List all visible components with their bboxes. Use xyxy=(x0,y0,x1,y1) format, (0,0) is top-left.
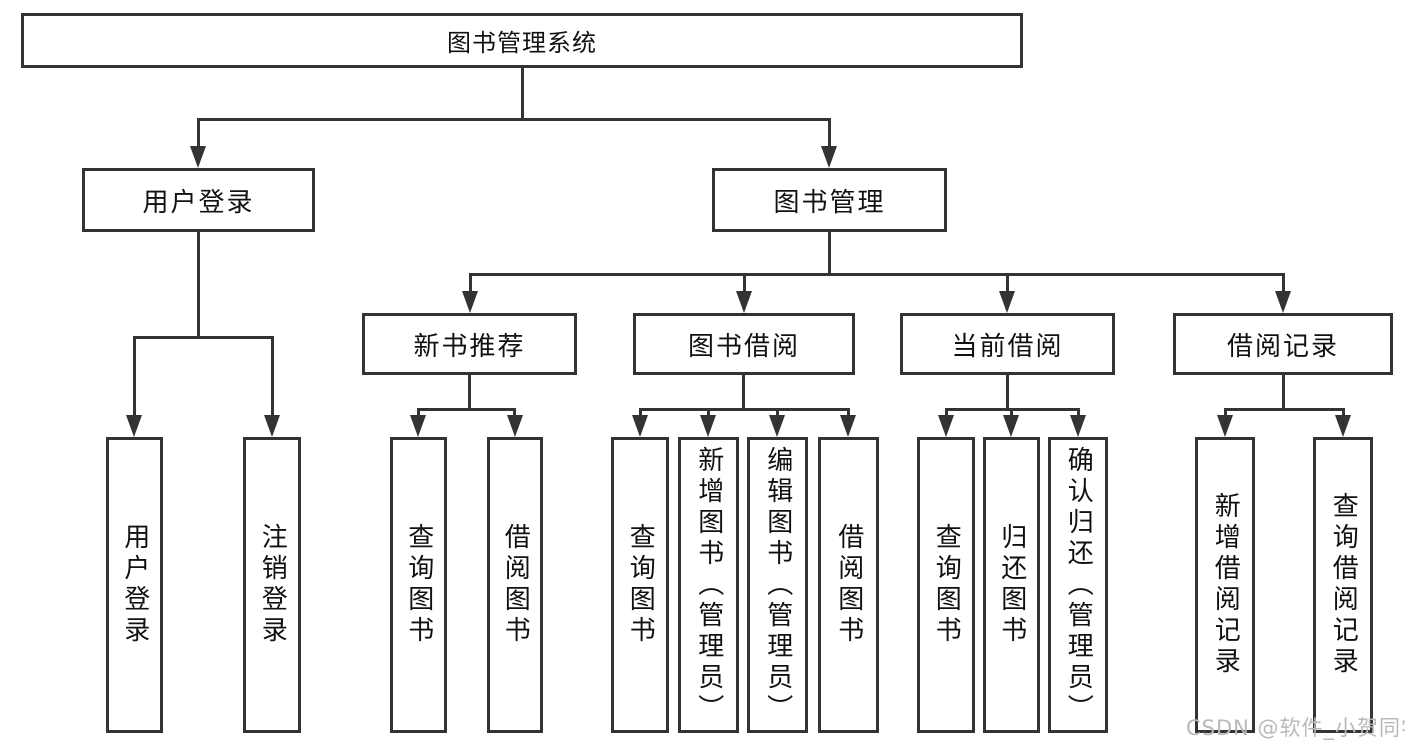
connector-stub xyxy=(639,408,642,418)
leaf-cb-confirm-return-admin: 确认归还（管理员） xyxy=(1048,437,1108,733)
arrow-down-icon xyxy=(264,415,280,437)
connector-user-login-vline xyxy=(197,232,200,336)
connector-root-vline xyxy=(521,68,524,118)
node-book-borrow: 图书借阅 xyxy=(633,313,855,375)
leaf-bb-query-books: 查询图书 xyxy=(611,437,669,733)
leaf-nbr-borrow-books: 借阅图书 xyxy=(487,437,543,733)
leaf-nbr-query-books: 查询图书 xyxy=(390,437,447,733)
leaf-br-add-borrow-record: 新增借阅记录 xyxy=(1195,437,1255,733)
node-new-book-recommend: 新书推荐 xyxy=(362,313,577,375)
connector-stub xyxy=(1010,408,1013,418)
connector-stub xyxy=(1224,408,1227,418)
connector-stub xyxy=(945,408,948,418)
leaf-br-query-borrow-record: 查询借阅记录 xyxy=(1313,437,1373,733)
connector-current-borrow-stub xyxy=(1006,273,1009,293)
arrow-down-icon xyxy=(736,291,752,313)
connector-stub xyxy=(707,408,710,418)
connector-borrow-records-children-hline xyxy=(1224,408,1344,411)
connector-leaf-user-login-stub xyxy=(133,336,136,417)
arrow-down-icon xyxy=(126,415,142,437)
arrow-down-icon xyxy=(632,415,648,437)
arrow-down-icon xyxy=(507,415,523,437)
connector-stub xyxy=(1077,408,1080,418)
node-borrow-records: 借阅记录 xyxy=(1173,313,1393,375)
leaf-bb-add-books-admin: 新增图书（管理员） xyxy=(678,437,739,733)
leaf-user-login: 用户登录 xyxy=(106,437,163,733)
arrow-down-icon xyxy=(462,291,478,313)
arrow-down-icon xyxy=(1335,415,1351,437)
leaf-cb-return-books: 归还图书 xyxy=(983,437,1040,733)
leaf-logout-login: 注销登录 xyxy=(243,437,301,733)
connector-book-management-vline xyxy=(828,231,831,273)
connector-stub xyxy=(847,408,850,418)
connector-user-login-stub xyxy=(197,118,200,148)
arrow-down-icon xyxy=(999,291,1015,313)
connector-new-book-stub xyxy=(469,273,472,293)
arrow-down-icon xyxy=(1275,291,1291,313)
arrow-down-icon xyxy=(1003,415,1019,437)
connector-new-book-vline xyxy=(468,375,471,408)
arrow-down-icon xyxy=(1217,415,1233,437)
connector-stub xyxy=(776,408,779,418)
connector-level3-hline xyxy=(469,273,1284,276)
csdn-watermark: CSDN @软件_小贺同学 xyxy=(1186,716,1405,740)
arrow-down-icon xyxy=(769,415,785,437)
connector-book-borrow-vline xyxy=(742,375,745,408)
connector-book-management-stub xyxy=(828,118,831,148)
connector-book-borrow-stub xyxy=(743,273,746,293)
connector-borrow-records-stub xyxy=(1282,273,1285,293)
connector-level2-hline xyxy=(197,118,831,121)
arrow-down-icon xyxy=(190,146,206,168)
arrow-down-icon xyxy=(938,415,954,437)
leaf-bb-borrow-books: 借阅图书 xyxy=(818,437,879,733)
node-book-management: 图书管理 xyxy=(712,168,947,232)
node-root-library-management-system: 图书管理系统 xyxy=(21,13,1023,68)
connector-new-book-children-hline xyxy=(417,408,516,411)
connector-user-login-children-hline xyxy=(133,336,273,339)
arrow-down-icon xyxy=(840,415,856,437)
leaf-bb-edit-books-admin: 编辑图书（管理员） xyxy=(747,437,808,733)
leaf-cb-query-books: 查询图书 xyxy=(917,437,975,733)
arrow-down-icon xyxy=(410,415,426,437)
connector-stub xyxy=(417,408,420,418)
connector-stub xyxy=(513,408,516,418)
connector-leaf-logout-stub xyxy=(271,336,274,417)
connector-stub xyxy=(1342,408,1345,418)
arrow-down-icon xyxy=(700,415,716,437)
connector-current-borrow-vline xyxy=(1006,375,1009,408)
arrow-down-icon xyxy=(821,146,837,168)
arrow-down-icon xyxy=(1070,415,1086,437)
node-user-login: 用户登录 xyxy=(82,168,315,232)
connector-borrow-records-vline xyxy=(1282,374,1285,408)
connector-book-borrow-children-hline xyxy=(639,408,850,411)
node-current-borrow: 当前借阅 xyxy=(900,313,1115,375)
